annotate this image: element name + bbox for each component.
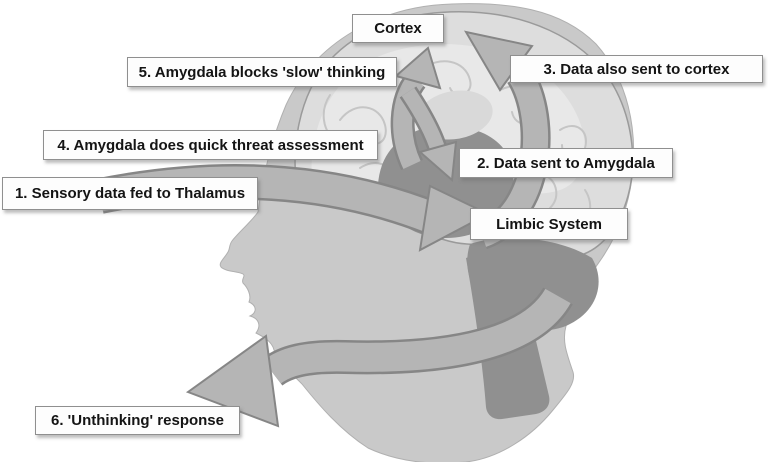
label-step-2-text: 2. Data sent to Amygdala <box>477 154 655 172</box>
label-step-4: 4. Amygdala does quick threat assessment <box>43 130 378 160</box>
label-cortex-text: Cortex <box>374 20 422 37</box>
arrow-unthinking-response <box>185 286 573 428</box>
label-step-2: 2. Data sent to Amygdala <box>459 148 673 178</box>
label-step-5-text: 5. Amygdala blocks 'slow' thinking <box>138 63 386 81</box>
arrow-amygdala-loop <box>390 46 442 171</box>
label-step-3-text: 3. Data also sent to cortex <box>543 60 730 78</box>
label-step-1-text: 1. Sensory data fed to Thalamus <box>14 185 246 202</box>
label-limbic-system-text: Limbic System <box>496 215 602 233</box>
label-cortex: Cortex <box>352 14 444 43</box>
label-step-1: 1. Sensory data fed to Thalamus <box>2 177 258 210</box>
label-step-5: 5. Amygdala blocks 'slow' thinking <box>127 57 397 87</box>
arrow-to-amygdala <box>399 86 458 183</box>
label-step-6: 6. 'Unthinking' response <box>35 406 240 435</box>
label-step-6-text: 6. 'Unthinking' response <box>51 412 224 429</box>
label-step-3: 3. Data also sent to cortex <box>510 55 763 83</box>
label-step-4-text: 4. Amygdala does quick threat assessment <box>57 136 364 154</box>
label-limbic-system: Limbic System <box>470 208 628 240</box>
